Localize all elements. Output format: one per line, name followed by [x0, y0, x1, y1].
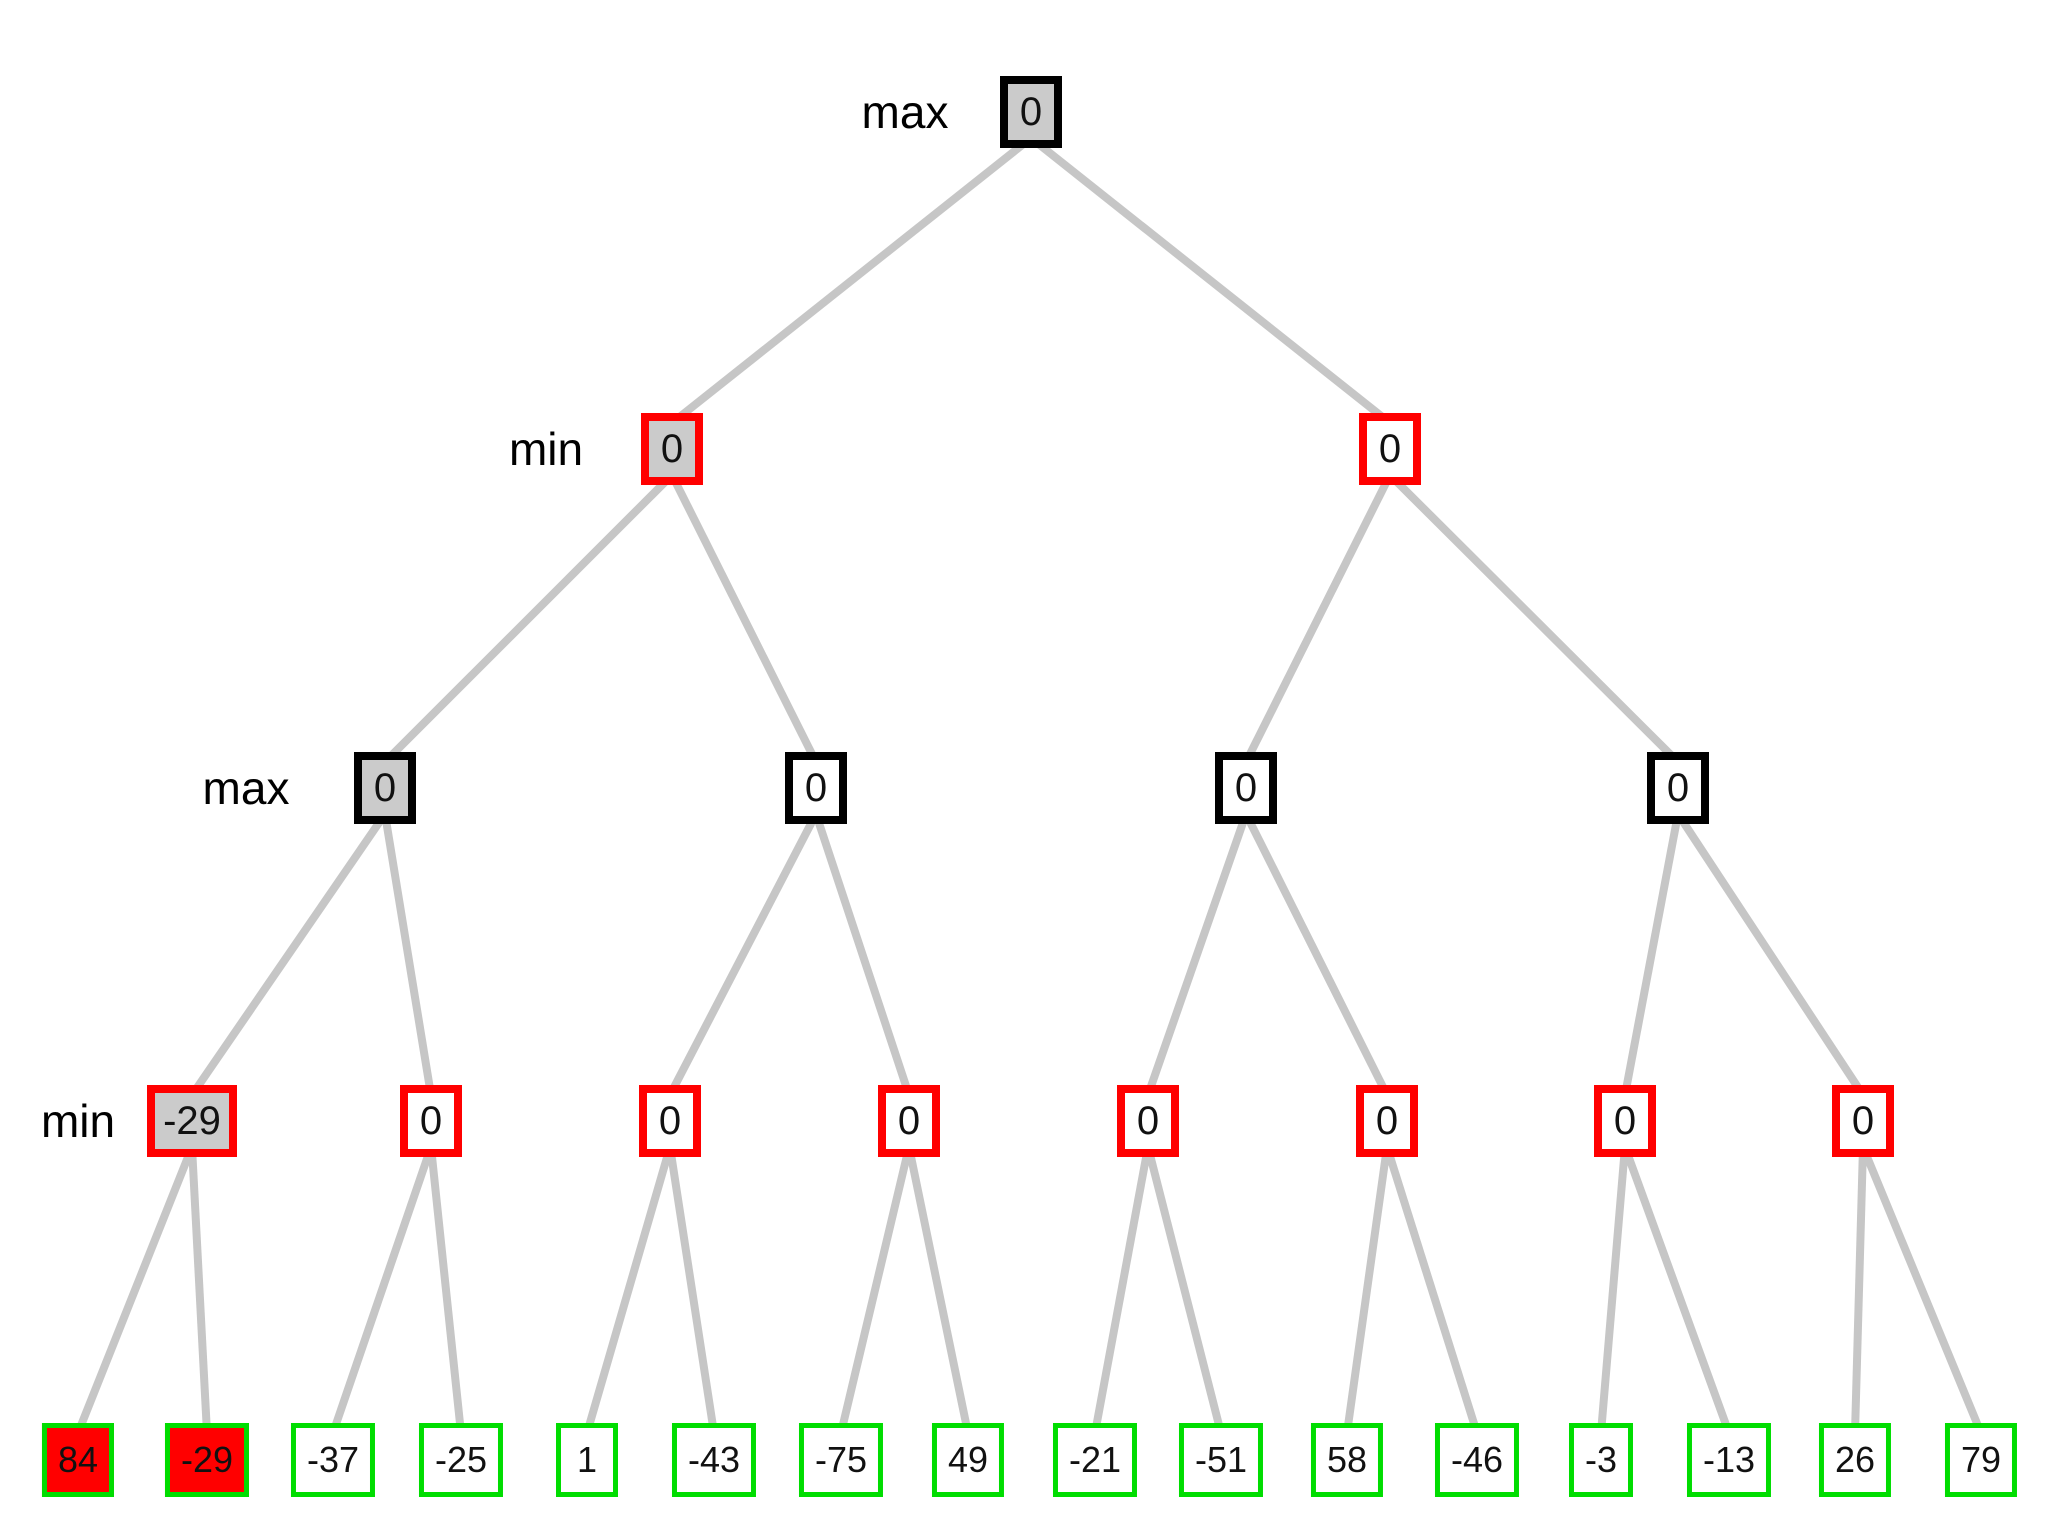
leaf-node-l6: -43 — [671, 1423, 757, 1497]
leaf-node-l5: 1 — [556, 1423, 618, 1497]
tree-edge-m8-l16 — [1859, 1145, 1985, 1435]
tree-edge-max4-m8 — [1674, 811, 1867, 1098]
leaf-node-l13: -3 — [1568, 1423, 1634, 1497]
tree-edge-m3-l5 — [583, 1145, 674, 1435]
tree-edge-min1-max2 — [668, 473, 820, 764]
leaf-node-l1: 84 — [41, 1423, 115, 1497]
min-node-m4: 0 — [878, 1085, 940, 1157]
leaf-node-l15: 26 — [1818, 1423, 1892, 1497]
min-node-m2: 0 — [400, 1085, 462, 1157]
tree-edge-root-min2 — [1028, 134, 1393, 427]
tree-edge-m7-l14 — [1621, 1145, 1733, 1435]
min-node-m8: 0 — [1832, 1085, 1894, 1157]
tree-edge-m8-l15 — [1851, 1146, 1867, 1434]
min-node-min1: 0 — [641, 413, 703, 485]
leaf-node-l3: -37 — [290, 1423, 376, 1497]
leaf-node-l14: -13 — [1686, 1423, 1772, 1497]
min-node-m6: 0 — [1356, 1085, 1418, 1157]
tree-edge-m6-l11 — [1343, 1146, 1391, 1434]
leaf-node-l12: -46 — [1434, 1423, 1520, 1497]
tree-edge-m3-l6 — [666, 1146, 718, 1434]
leaf-node-l16: 79 — [1944, 1423, 2018, 1497]
tree-edge-max2-m4 — [812, 812, 913, 1097]
max-node-max1: 0 — [354, 752, 416, 824]
max-node-max4: 0 — [1647, 752, 1709, 824]
tree-edge-m5-l9 — [1091, 1146, 1152, 1434]
tree-edge-max4-m7 — [1621, 813, 1682, 1096]
leaf-node-l11: 58 — [1310, 1423, 1384, 1497]
min-node-m3: 0 — [639, 1085, 701, 1157]
level-label-min-3: min — [40, 1095, 116, 1147]
tree-edge-min1-max1 — [382, 472, 675, 765]
leaf-node-l10: -51 — [1178, 1423, 1264, 1497]
min-node-m1: -29 — [147, 1085, 237, 1157]
leaf-node-l4: -25 — [418, 1423, 504, 1497]
min-node-m5: 0 — [1117, 1085, 1179, 1157]
min-node-m7: 0 — [1594, 1085, 1656, 1157]
tree-edge-root-min1 — [669, 134, 1034, 427]
tree-edge-min2-max4 — [1387, 472, 1681, 765]
min-node-min2: 0 — [1359, 413, 1421, 485]
leaf-node-l9: -21 — [1052, 1423, 1138, 1497]
tree-edge-m2-l3 — [329, 1145, 435, 1435]
tree-edge-m2-l4 — [427, 1146, 465, 1434]
tree-edge-m4-l8 — [905, 1146, 972, 1434]
tree-edge-max2-m3 — [666, 812, 820, 1097]
tree-edge-m5-l10 — [1144, 1146, 1225, 1434]
tree-edge-m6-l12 — [1383, 1145, 1481, 1435]
max-node-max3: 0 — [1215, 752, 1277, 824]
tree-edge-m1-l2 — [188, 1146, 211, 1434]
tree-edge-m4-l7 — [837, 1146, 913, 1434]
tree-edge-m7-l13 — [1597, 1146, 1629, 1434]
tree-edge-max1-m1 — [188, 811, 389, 1098]
max-node-max2: 0 — [785, 752, 847, 824]
tree-edge-m1-l1 — [74, 1145, 196, 1435]
leaf-node-l8: 49 — [931, 1423, 1005, 1497]
level-label-max-0: max — [861, 86, 949, 138]
level-label-max-2: max — [202, 762, 290, 814]
tree-edge-max1-m2 — [381, 813, 435, 1096]
level-label-min-1: min — [508, 423, 584, 475]
leaf-node-l2: -29 — [164, 1423, 250, 1497]
max-node-root: 0 — [1000, 76, 1062, 148]
tree-edge-max3-m6 — [1242, 812, 1391, 1097]
leaf-node-l7: -75 — [798, 1423, 884, 1497]
tree-edge-max3-m5 — [1144, 812, 1250, 1097]
tree-edge-min2-max3 — [1242, 473, 1394, 764]
